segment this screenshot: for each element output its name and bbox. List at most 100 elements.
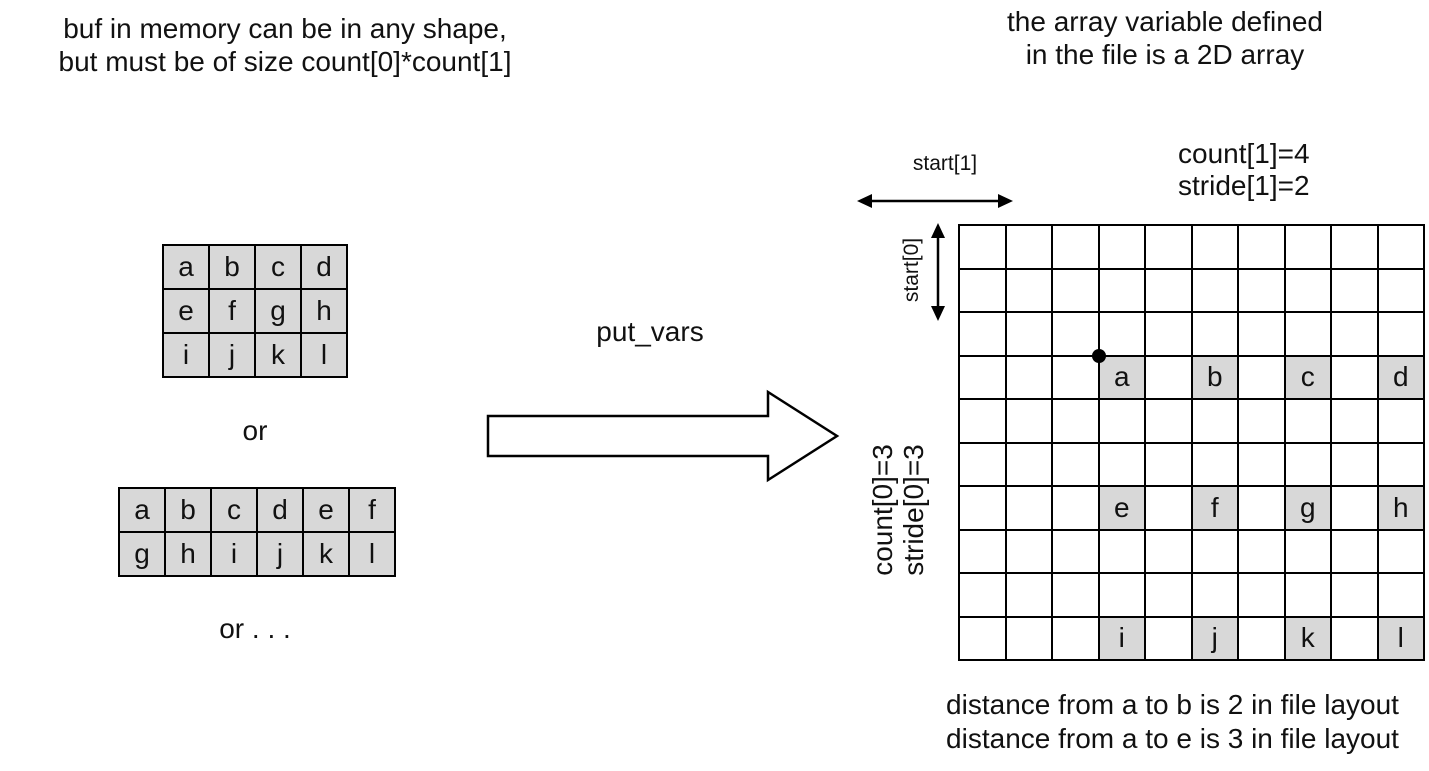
file-grid-cell: i bbox=[1099, 617, 1144, 659]
file-grid-cell bbox=[1239, 617, 1284, 659]
file-grid-cell bbox=[1006, 443, 1051, 485]
count-stride-1-labels: count[1]=4 stride[1]=2 bbox=[1178, 138, 1310, 202]
file-grid-cell bbox=[1099, 269, 1144, 311]
memory-cell: k bbox=[256, 334, 300, 376]
count1-label: count[1]=4 bbox=[1178, 138, 1310, 169]
file-grid-cell bbox=[1053, 574, 1098, 616]
file-grid-cell: e bbox=[1099, 487, 1144, 529]
file-grid-cell bbox=[1378, 313, 1423, 355]
put-vars-label: put_vars bbox=[596, 316, 704, 347]
file-grid-cell bbox=[1192, 400, 1237, 442]
file-grid-cell bbox=[1378, 269, 1423, 311]
file-grid-cell: g bbox=[1285, 487, 1330, 529]
file-grid-cell: j bbox=[1192, 617, 1237, 659]
file-grid-cell bbox=[1332, 313, 1377, 355]
memory-cell: l bbox=[302, 334, 346, 376]
file-grid-cell bbox=[1006, 617, 1051, 659]
file-grid-cell bbox=[1146, 574, 1191, 616]
file-note-line2: in the file is a 2D array bbox=[1025, 39, 1305, 70]
file-grid-cell bbox=[1285, 574, 1330, 616]
file-grid-cell bbox=[960, 617, 1005, 659]
file-grid-cell bbox=[1239, 443, 1284, 485]
file-grid-cell bbox=[1285, 226, 1330, 268]
file-grid-cell bbox=[1053, 617, 1098, 659]
file-grid-cell: h bbox=[1378, 487, 1423, 529]
buf-note-line1: buf in memory can be in any shape, bbox=[63, 13, 507, 44]
file-grid-cell bbox=[1192, 574, 1237, 616]
memory-cell: d bbox=[258, 489, 302, 531]
file-grid-cell bbox=[1378, 400, 1423, 442]
memory-cell: l bbox=[350, 533, 394, 575]
memory-cell: c bbox=[256, 246, 300, 288]
or-more-label: or . . . bbox=[219, 613, 291, 644]
distance-note-line1: distance from a to b is 2 in file layout bbox=[946, 689, 1399, 720]
file-grid-cell bbox=[1146, 226, 1191, 268]
start-position-dot bbox=[1092, 349, 1106, 363]
memory-cell: h bbox=[166, 533, 210, 575]
file-grid-cell bbox=[1239, 356, 1284, 398]
memory-cell: i bbox=[212, 533, 256, 575]
file-grid-cell bbox=[1332, 487, 1377, 529]
or-label: or bbox=[242, 415, 268, 446]
file-grid-cell bbox=[1099, 400, 1144, 442]
memory-cell: j bbox=[210, 334, 254, 376]
file-grid-cell bbox=[1332, 574, 1377, 616]
file-grid-cell bbox=[1332, 356, 1377, 398]
memory-cell: j bbox=[258, 533, 302, 575]
file-grid-cell bbox=[1099, 226, 1144, 268]
file-grid-cell bbox=[1146, 269, 1191, 311]
file-grid-cell bbox=[1053, 530, 1098, 572]
file-grid-cell bbox=[1053, 356, 1098, 398]
memory-cell: k bbox=[304, 533, 348, 575]
file-grid-cell bbox=[1332, 226, 1377, 268]
file-grid-cell: a bbox=[1099, 356, 1144, 398]
memory-cell: h bbox=[302, 290, 346, 332]
memory-cell: i bbox=[164, 334, 208, 376]
file-grid-cell bbox=[1053, 400, 1098, 442]
file-grid-cell bbox=[1332, 269, 1377, 311]
file-grid-cell bbox=[1192, 443, 1237, 485]
start0-label: start[0] bbox=[900, 237, 923, 303]
file-grid-cell bbox=[1239, 313, 1284, 355]
file-grid-cell bbox=[1285, 400, 1330, 442]
file-grid-cell bbox=[1053, 443, 1098, 485]
put-vars-arrow-icon bbox=[486, 389, 840, 483]
file-grid-cell bbox=[1332, 530, 1377, 572]
memory-cell: g bbox=[120, 533, 164, 575]
file-grid-cell bbox=[1332, 617, 1377, 659]
memory-cell: f bbox=[350, 489, 394, 531]
memory-cell: d bbox=[302, 246, 346, 288]
memory-cell: e bbox=[164, 290, 208, 332]
file-grid-cell bbox=[1192, 226, 1237, 268]
file-grid-cell bbox=[1053, 487, 1098, 529]
stride1-label: stride[1]=2 bbox=[1178, 170, 1310, 201]
file-grid-cell bbox=[1146, 400, 1191, 442]
file-grid-cell: k bbox=[1285, 617, 1330, 659]
file-grid-cell bbox=[960, 226, 1005, 268]
memory-cell: c bbox=[212, 489, 256, 531]
file-grid-cell bbox=[1378, 226, 1423, 268]
file-grid-cell bbox=[1006, 487, 1051, 529]
start0-double-arrow-icon bbox=[931, 223, 945, 321]
file-grid-cell: c bbox=[1285, 356, 1330, 398]
file-grid-cell bbox=[1332, 400, 1377, 442]
file-grid-cell bbox=[1146, 443, 1191, 485]
file-note: the array variable defined in the file i… bbox=[950, 5, 1380, 71]
memory-cell: g bbox=[256, 290, 300, 332]
file-grid-cell bbox=[1192, 313, 1237, 355]
file-grid-cell bbox=[960, 400, 1005, 442]
file-grid-cell bbox=[1239, 574, 1284, 616]
file-grid-cell bbox=[1099, 313, 1144, 355]
file-grid-cell: l bbox=[1378, 617, 1423, 659]
file-grid-cell: b bbox=[1192, 356, 1237, 398]
buf-note-line2: but must be of size count[0]*count[1] bbox=[58, 46, 512, 77]
file-grid-cell bbox=[960, 269, 1005, 311]
file-grid-cell bbox=[1378, 530, 1423, 572]
stride0-label: stride[0]=3 bbox=[898, 444, 929, 576]
start1-double-arrow-icon bbox=[857, 194, 1013, 208]
file-grid-cell bbox=[1239, 400, 1284, 442]
file-grid-cell bbox=[1006, 400, 1051, 442]
file-grid-cell bbox=[1285, 530, 1330, 572]
